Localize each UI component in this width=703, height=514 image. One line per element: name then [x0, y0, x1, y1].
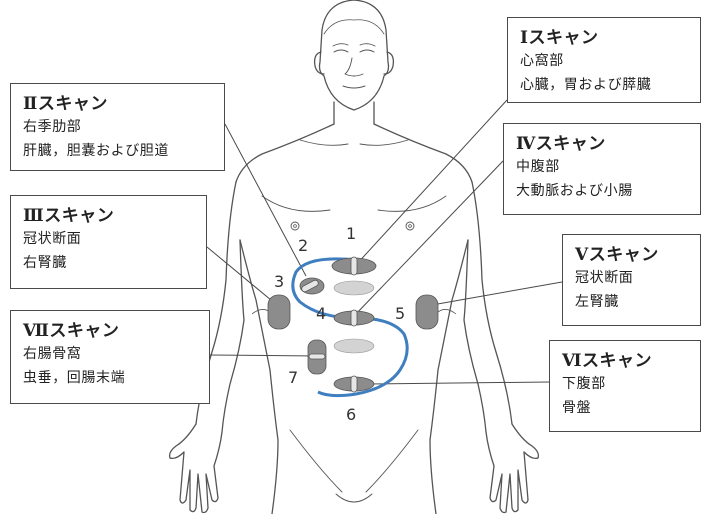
probe-2 — [300, 278, 324, 294]
scan-organs: 右腎臓 — [23, 251, 196, 275]
probe-4 — [334, 310, 374, 326]
scan-title: Ⅱスキャン — [23, 93, 214, 115]
scan-title: Ⅳスキャン — [516, 133, 690, 155]
scan-region: 下腹部 — [562, 372, 690, 396]
scan-box-2: Ⅱスキャン 右季肋部 肝臓，胆嚢および胆道 — [10, 83, 225, 171]
scan-box-5: Ⅴスキャン 冠状断面 左腎臓 — [562, 234, 701, 326]
number-3: 3 — [274, 272, 284, 291]
scan-region: 心窩部 — [520, 49, 690, 73]
scan-title: Ⅶスキャン — [23, 320, 199, 342]
scan-organs: 虫垂，回腸末端 — [23, 366, 199, 390]
number-6: 6 — [346, 405, 356, 424]
scan-box-1: Ⅰスキャン 心窩部 心臓，胃および膵臓 — [507, 17, 701, 103]
probe-light-b — [334, 339, 374, 353]
number-7: 7 — [288, 368, 298, 387]
probe-3 — [252, 295, 290, 329]
scan-box-6: Ⅵスキャン 下腹部 骨盤 — [549, 340, 701, 432]
scan-box-4: Ⅳスキャン 中腹部 大動脈および小腸 — [503, 123, 701, 215]
probe-7 — [308, 340, 326, 374]
scan-title: Ⅴスキャン — [575, 244, 690, 266]
scan-organs: 心臓，胃および膵臓 — [520, 73, 690, 97]
scan-title: Ⅰスキャン — [520, 27, 690, 49]
number-5: 5 — [395, 304, 405, 323]
scan-region: 冠状断面 — [575, 266, 690, 290]
number-1: 1 — [346, 224, 356, 243]
scan-organs: 肝臓，胆嚢および胆道 — [23, 139, 214, 163]
scan-box-3: Ⅲスキャン 冠状断面 右腎臓 — [10, 195, 207, 289]
scan-region: 右腸骨窩 — [23, 342, 199, 366]
scan-organs: 大動脈および小腸 — [516, 179, 690, 203]
scan-title: Ⅲスキャン — [23, 205, 196, 227]
scan-region: 冠状断面 — [23, 227, 196, 251]
scan-organs: 左腎臓 — [575, 290, 690, 314]
head-outline — [320, 0, 389, 110]
probe-light-a — [334, 281, 374, 295]
scan-box-7: Ⅶスキャン 右腸骨窩 虫垂，回腸末端 — [10, 310, 210, 404]
scan-region: 右季肋部 — [23, 115, 214, 139]
number-2: 2 — [298, 236, 308, 255]
number-4: 4 — [316, 304, 326, 323]
scan-organs: 骨盤 — [562, 396, 690, 420]
scan-region: 中腹部 — [516, 155, 690, 179]
scan-title: Ⅵスキャン — [562, 350, 690, 372]
